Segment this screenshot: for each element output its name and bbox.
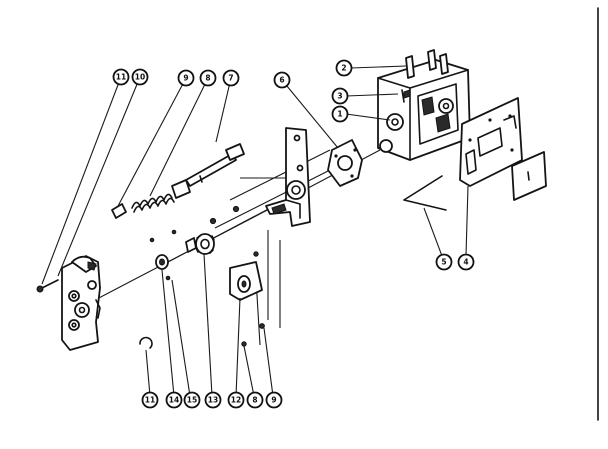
callout-label: 15 <box>187 396 197 405</box>
callout-bubble-7: 7 <box>222 69 240 87</box>
gasket-plate <box>327 139 363 187</box>
callout-label: 1 <box>337 110 342 119</box>
callout-label: 9 <box>183 74 188 83</box>
callout-label: 8 <box>252 396 257 405</box>
callout-bubble-3: 3 <box>331 87 349 105</box>
screw-left <box>36 279 59 293</box>
callout-bubble-8-top: 8 <box>199 69 217 87</box>
callout-bubble-2: 2 <box>335 59 353 77</box>
gear-housing <box>377 49 471 161</box>
front-cover-plate <box>61 255 101 351</box>
callout-bubble-13: 13 <box>204 391 222 409</box>
callout-label: 14 <box>169 396 179 405</box>
circuit-board <box>459 97 523 187</box>
callout-bubble-4: 4 <box>457 253 475 271</box>
callout-label: 6 <box>279 76 284 85</box>
callout-bubble-8-bottom: 8 <box>246 391 264 409</box>
washer-small <box>155 254 169 270</box>
callout-label: 11 <box>145 396 155 405</box>
label-card <box>511 151 547 201</box>
callout-bubble-9-bottom: 9 <box>265 391 283 409</box>
callout-bubble-12: 12 <box>227 391 245 409</box>
callout-label: 5 <box>441 258 446 267</box>
callout-label: 13 <box>208 396 218 405</box>
callout-label: 9 <box>271 396 276 405</box>
callout-bubble-11-bottom: 11 <box>141 391 159 409</box>
callout-bubble-9-top: 9 <box>177 69 195 87</box>
callout-bubble-10: 10 <box>131 68 149 86</box>
callout-label: 10 <box>135 73 145 82</box>
cam-disc <box>229 261 263 301</box>
gear-wheel <box>195 233 215 255</box>
shaft-assembly <box>111 143 245 219</box>
callout-label: 8 <box>205 74 210 83</box>
callout-label: 3 <box>337 92 342 101</box>
callout-bubble-14: 14 <box>165 391 183 409</box>
callout-bubble-5: 5 <box>435 253 453 271</box>
callout-label: 12 <box>231 396 241 405</box>
wire-spring <box>403 175 447 211</box>
small-screws <box>149 205 265 347</box>
callout-label: 11 <box>116 73 126 82</box>
callout-leaders <box>41 65 469 397</box>
callout-label: 7 <box>228 74 233 83</box>
callout-bubble-6: 6 <box>273 71 291 89</box>
callout-bubble-15: 15 <box>183 391 201 409</box>
bushing <box>185 237 197 253</box>
mounting-bracket <box>265 127 311 227</box>
callout-bubble-11-top: 11 <box>112 68 130 86</box>
e-ring-clip <box>139 336 153 349</box>
callout-label: 2 <box>341 64 346 73</box>
callout-bubble-1: 1 <box>331 105 349 123</box>
callout-label: 4 <box>463 258 468 267</box>
